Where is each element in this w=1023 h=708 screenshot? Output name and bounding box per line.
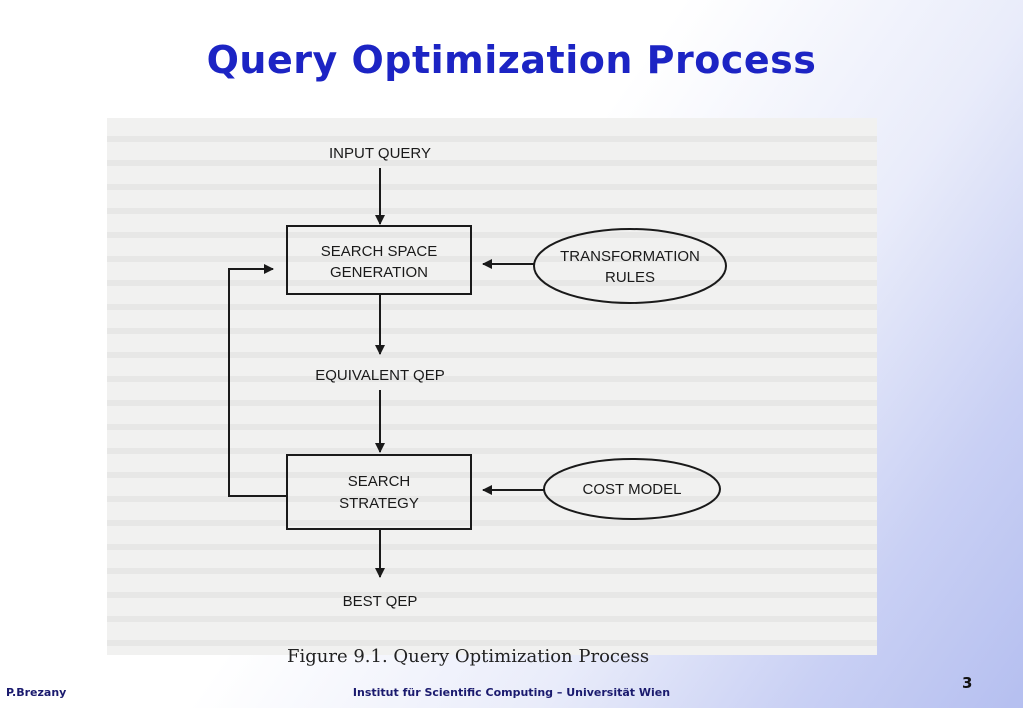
page-number: 3 [962,674,973,692]
institute-footer: Institut für Scientific Computing – Univ… [352,686,671,699]
search-strategy-label-line2: STRATEGY [339,495,419,512]
query-optimization-diagram: INPUT QUERY SEARCH SPACE GENERATION TRAN… [228,145,727,610]
search-strategy-label-line1: SEARCH [348,473,411,490]
figure-caption: Figure 9.1. Query Optimization Process [287,646,650,667]
scanned-figure: INPUT QUERY SEARCH SPACE GENERATION TRAN… [107,118,877,667]
cost-model-label: COST MODEL [583,481,682,498]
search-space-label-line2: GENERATION [330,264,428,281]
author-footer: P.Brezany [6,686,67,699]
feedback-arrow-strategy-to-search-space [228,264,287,497]
input-query-label: INPUT QUERY [329,145,431,162]
bleed-through-texture [107,118,877,655]
slide-title: Query Optimization Process [206,38,817,82]
best-qep-label: BEST QEP [343,593,418,610]
transformation-rules-ellipse [533,228,727,304]
transformation-label-line2: RULES [605,269,655,286]
transformation-label-line1: TRANSFORMATION [560,248,700,265]
equivalent-qep-label: EQUIVALENT QEP [315,367,445,384]
search-space-label-line1: SEARCH SPACE [321,243,437,260]
search-space-generation-box [286,225,472,295]
search-strategy-box [286,454,472,530]
